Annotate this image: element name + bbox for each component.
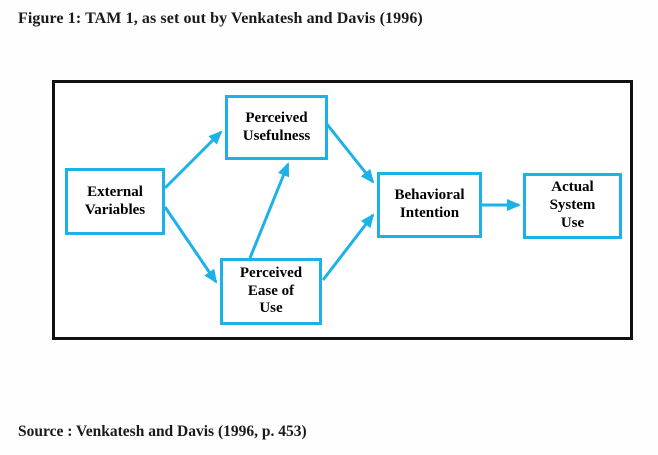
arrows-layer [163, 122, 521, 284]
arrow-external-variables-to-perceived-ease-of-use [163, 206, 218, 284]
source-caption: Source : Venkatesh and Davis (1996, p. 4… [18, 423, 307, 440]
node-behavioral-intention: Behavioral Intention [377, 172, 482, 238]
node-actual-system-use-label: Actual System Use [549, 179, 596, 231]
node-perceived-ease-of-use-label: Perceived Ease of Use [239, 264, 303, 317]
node-external-variables-label: External Variables [84, 183, 146, 218]
arrow-external-variables-to-perceived-usefulness [163, 130, 223, 190]
arrow-perceived-ease-of-use-to-behavioral-intention [321, 213, 375, 281]
node-perceived-usefulness-label: Perceived Usefulness [242, 109, 311, 144]
arrow-perceived-ease-of-use-to-perceived-usefulness [248, 162, 290, 259]
node-perceived-usefulness: Perceived Usefulness [225, 95, 328, 160]
node-perceived-ease-of-use: Perceived Ease of Use [220, 258, 322, 325]
figure-title: Figure 1: TAM 1, as set out by Venkatesh… [18, 10, 423, 27]
node-external-variables: External Variables [65, 168, 165, 235]
diagram-frame: External Variables Perceived Usefulness … [52, 80, 633, 340]
node-behavioral-intention-label: Behavioral Intention [394, 187, 465, 221]
node-actual-system-use: Actual System Use [523, 173, 622, 239]
arrow-perceived-usefulness-to-behavioral-intention [324, 122, 375, 184]
